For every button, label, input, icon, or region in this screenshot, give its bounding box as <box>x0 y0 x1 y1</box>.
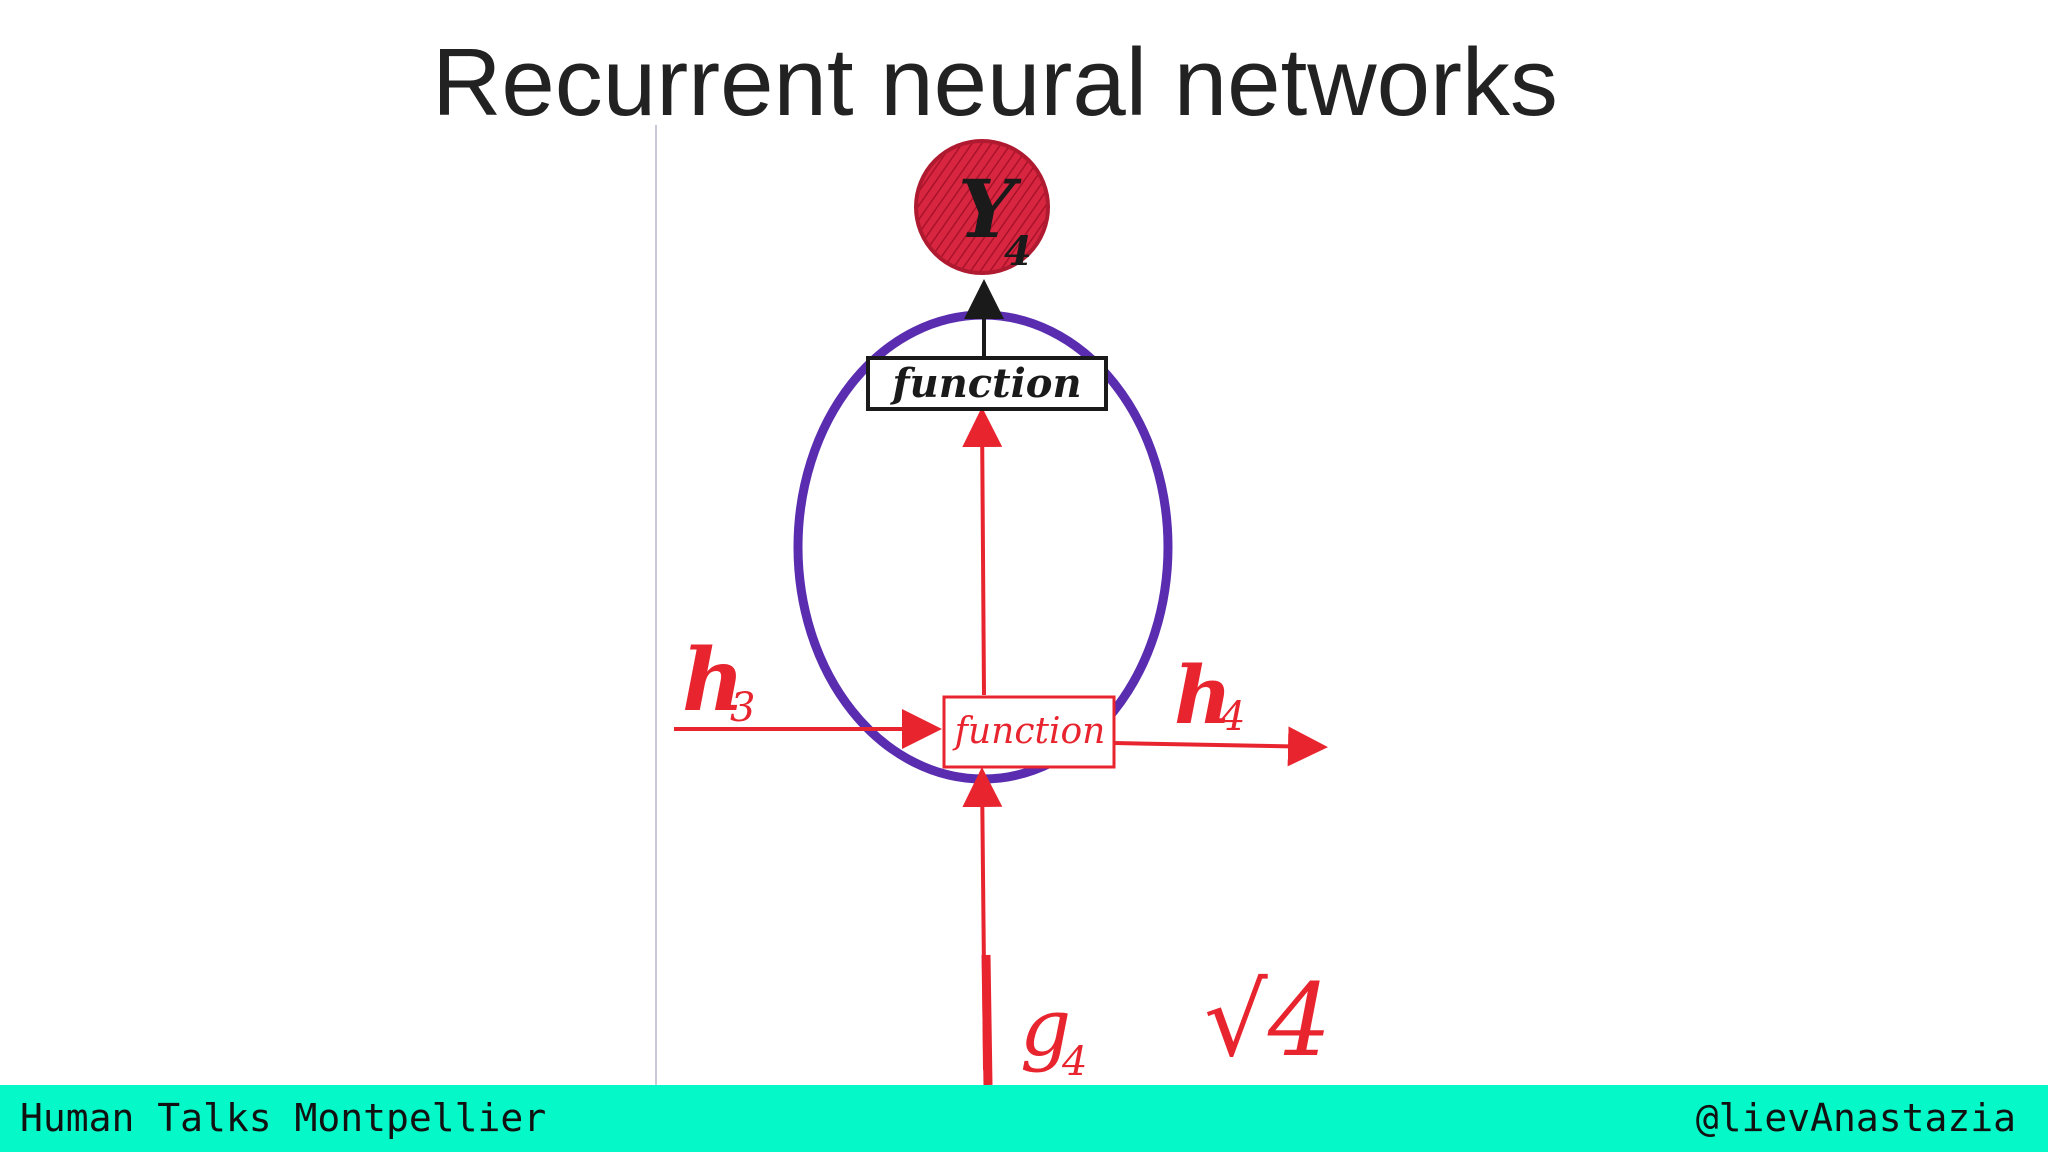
hidden-state-in-label: h <box>682 630 745 731</box>
input-subscript: 4 <box>1061 1039 1087 1085</box>
center-function-box <box>942 695 1116 769</box>
output-node <box>914 139 1050 275</box>
rnn-cell-diagram: Y 4 function function h 3 h 4 g 4 √4 <box>655 125 1331 1085</box>
top-function-box <box>866 356 1108 411</box>
slide-title: Recurrent neural networks <box>432 29 1558 136</box>
input-arrow-base <box>981 954 993 1085</box>
footer-bar: Human Talks Montpellier @lievAnastazia <box>0 1085 2048 1152</box>
output-label: Y <box>958 162 1022 256</box>
hidden-state-out-subscript: 4 <box>1219 694 1245 740</box>
top-function-label: function <box>889 360 1081 407</box>
output-subscript: 4 <box>1004 228 1032 275</box>
cell-to-output-arrow <box>962 407 1003 696</box>
author-handle: @lievAnastazia <box>1695 1096 2016 1140</box>
input-label: g <box>1020 981 1071 1074</box>
center-function-label: function <box>952 711 1106 752</box>
hidden-state-out-arrow <box>1113 726 1328 767</box>
hidden-state-out-label: h <box>1174 648 1232 742</box>
event-name: Human Talks Montpellier <box>20 1096 547 1140</box>
corner-note: √4 <box>1204 962 1331 1079</box>
hidden-state-in-subscript: 3 <box>730 685 755 731</box>
